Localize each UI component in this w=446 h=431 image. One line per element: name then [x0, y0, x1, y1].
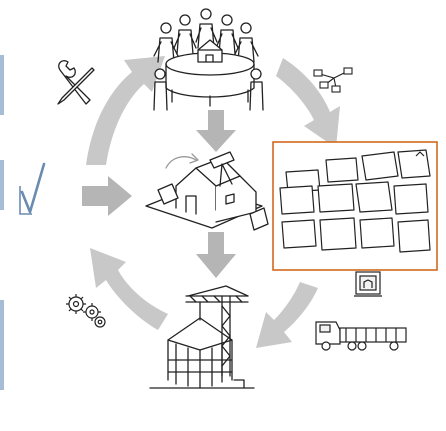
people-around-table-with-house-model-icon: [153, 8, 264, 111]
flow-arrow-meeting-to-design: [196, 110, 236, 152]
architect-drafting-house-plans-icon: [145, 151, 269, 231]
network-icon: [313, 67, 353, 93]
person: [173, 14, 197, 55]
note: [361, 151, 399, 181]
note: [325, 157, 359, 183]
building-under-construction-with-crane-icon: [149, 285, 255, 389]
check-mark-icon: [19, 162, 46, 215]
person: [233, 22, 259, 63]
person: [215, 14, 239, 55]
note: [393, 183, 429, 215]
sticky-notes-board: [272, 141, 438, 271]
truck-icon: [315, 321, 407, 351]
gears-icon: [66, 294, 106, 328]
sticky-notes-board-icon: [279, 149, 431, 253]
person: [195, 8, 218, 49]
cycle-arrow-bottom-left: [90, 248, 168, 330]
cycle-arrows: [86, 56, 340, 348]
left-edge-mark-top: [0, 55, 4, 115]
left-edge-mark-bottom: [0, 300, 4, 390]
flow-arrows: [82, 110, 236, 278]
note: [279, 185, 315, 215]
note: [359, 217, 395, 249]
flow-arrow-design-to-construction: [196, 232, 236, 278]
note: [397, 219, 431, 253]
left-edge-mark-middle: [0, 160, 4, 210]
cycle-arrow-top-right: [276, 58, 340, 148]
flow-arrow-check-to-design: [82, 176, 132, 216]
tools-icon: [57, 60, 95, 105]
cycle-arrow-bottom-right: [256, 282, 318, 348]
note: [319, 217, 357, 251]
person: [153, 22, 179, 63]
note: [355, 181, 393, 213]
note: [317, 183, 355, 213]
cycle-arrow-top-left: [86, 56, 165, 165]
person: [153, 68, 168, 111]
person: [249, 68, 264, 111]
blueprint-icon: [354, 271, 382, 297]
note: [397, 149, 431, 179]
note: [281, 219, 317, 249]
